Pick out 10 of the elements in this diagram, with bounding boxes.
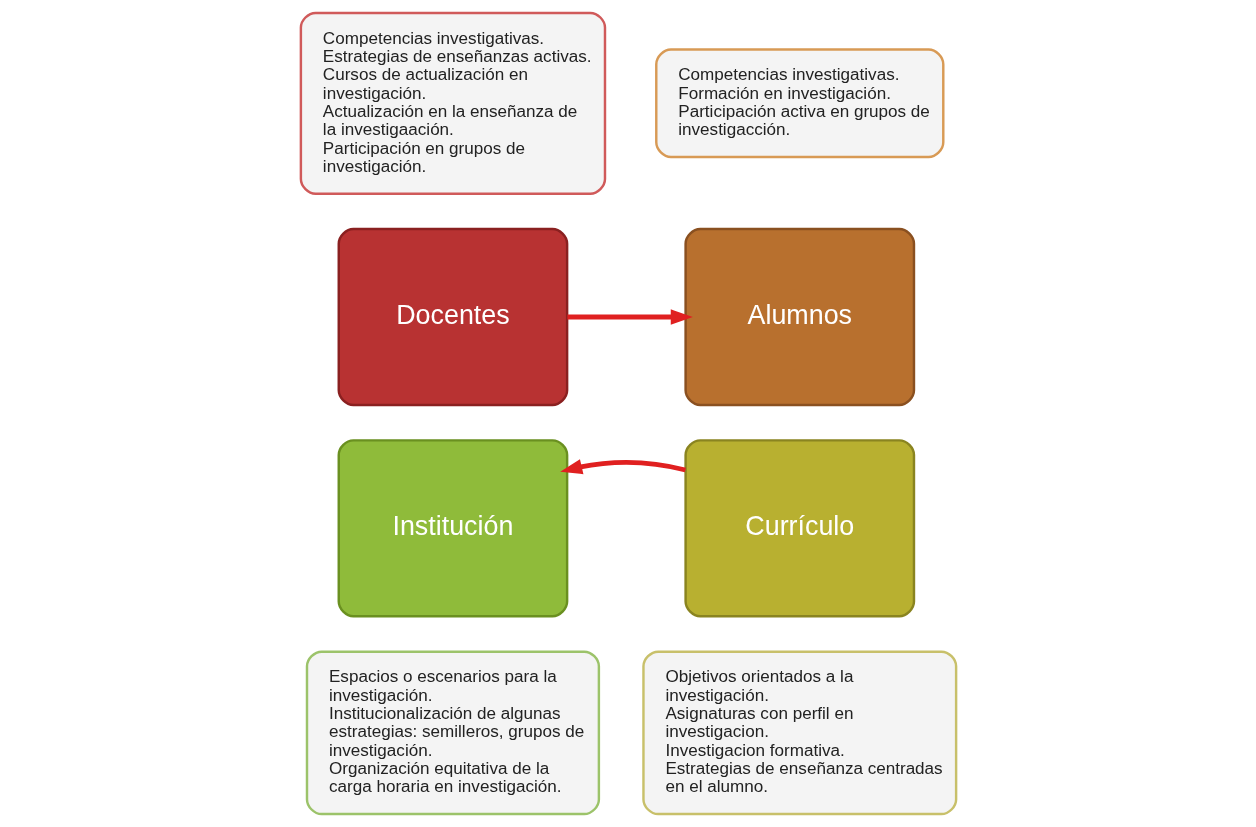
node-box: Alumnos xyxy=(683,227,915,407)
node-box: Competencias investigativas. Formación en investigación. Participación activa en grupos de investigacción. xyxy=(654,48,944,159)
node-box: Competencias investigativas. Estrategias de enseñanzas activas. Cursos de actualización en investigación. Actualización en la enseñanza de la investigaación. Participación en grupos de investigación. xyxy=(299,11,606,195)
node-box: Objetivos orientados a la investigación. Asignaturas con perfil en investigacion. Investigacion formativa. Estrategias de enseñanza centradas en el alumno. xyxy=(641,650,957,816)
arrow xyxy=(559,459,686,475)
node-box: Institución xyxy=(337,439,568,618)
node-box: Espacios o escenarios para la investigación. Institucionalización de algunas estrategias: semilleros, grupos de investigación. Organización equitativa de la carga horaria en investigación. xyxy=(305,650,600,816)
node-box: Currículo xyxy=(683,439,915,618)
arrow xyxy=(566,309,693,325)
node-box: Docentes xyxy=(337,227,568,407)
